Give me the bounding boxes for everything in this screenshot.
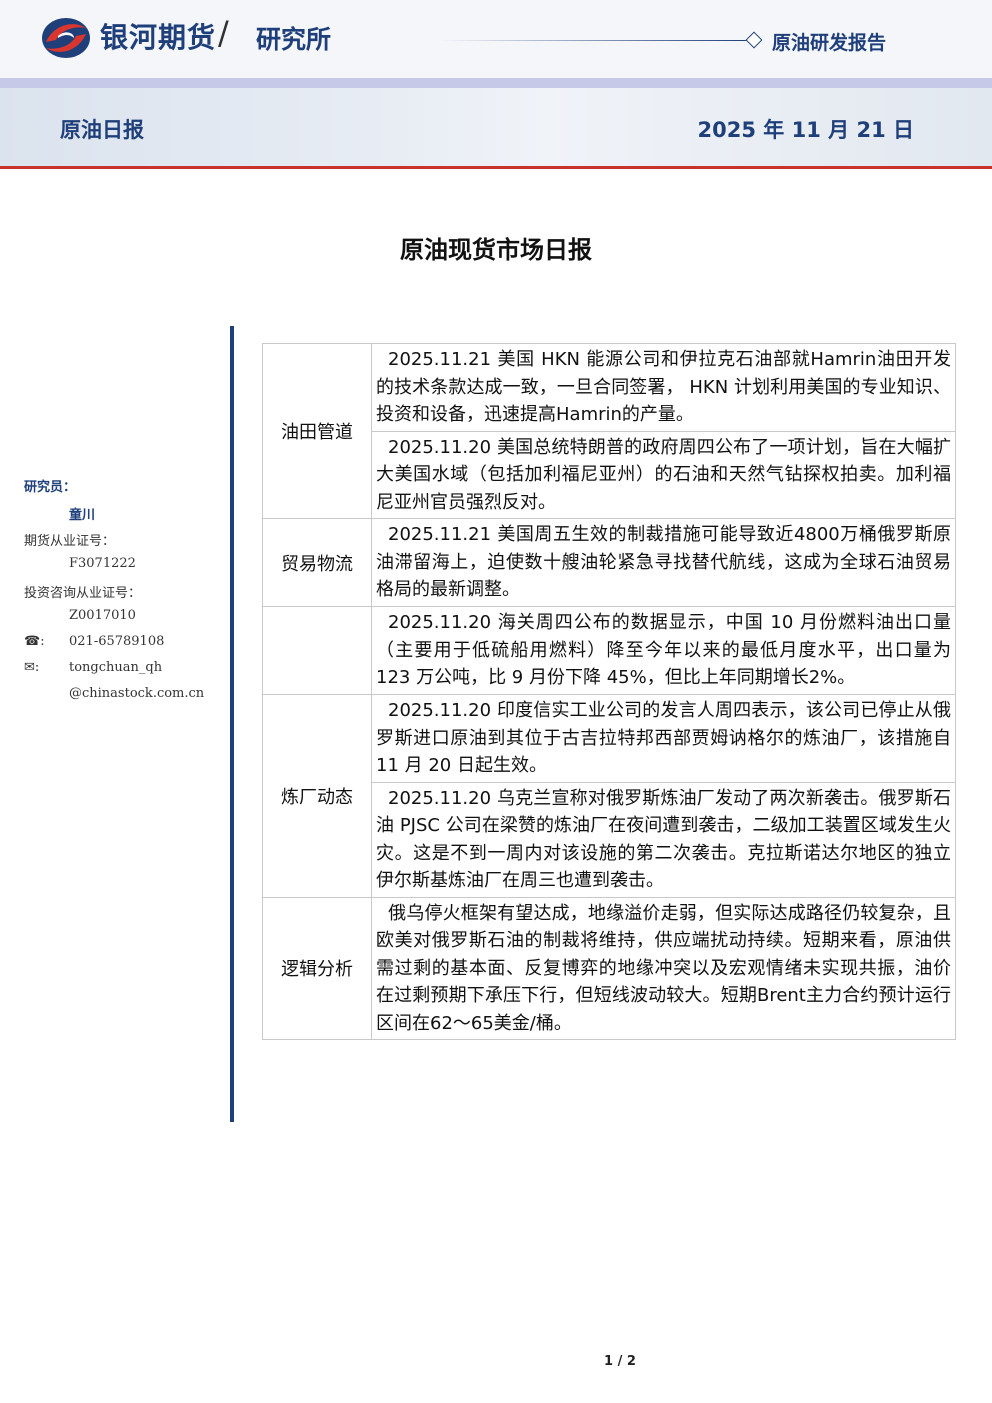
researcher-name: 童川 <box>69 508 96 523</box>
category-cell: 逻辑分析 <box>262 896 372 1040</box>
table-row: 2025.11.20 乌克兰宣称对俄罗斯炼油厂发动了两次新袭击。俄罗斯石油 PJ… <box>263 781 956 898</box>
news-cell: 俄乌停火框架有望达成，地缘溢价走弱，但实际达成路径仍较复杂，且欧美对俄罗斯石油的… <box>371 896 956 1040</box>
consult-label: 投资咨询从业证号： <box>24 586 142 601</box>
report-date: 2025 年 11 月 21 日 <box>697 118 914 142</box>
header-divider: / <box>218 14 229 52</box>
category-cell <box>262 606 372 695</box>
news-cell: 2025.11.20 印度信实工业公司的发言人周四表示，该公司已停止从俄罗斯进口… <box>371 694 956 783</box>
license-number: F3071222 <box>69 556 136 571</box>
news-text: 2025.11.21 美国周五生效的制裁措施可能导致近4800万桶俄罗斯原油滞留… <box>376 524 951 601</box>
report-type: 原油研发报告 <box>772 32 887 54</box>
brand-name: 银河期货 <box>100 21 217 54</box>
table-row: 2025.11.20 美国总统特朗普的政府周四公布了一项计划，旨在大幅扩大美国水… <box>263 430 956 519</box>
diamond-icon <box>745 31 763 49</box>
institute-name: 研究所 <box>256 25 332 54</box>
header-rule <box>0 166 992 169</box>
document-title: 原油现货市场日报 <box>0 230 992 265</box>
phone-icon: ☎: <box>24 634 45 649</box>
news-text: 2025.11.20 海关周四公布的数据显示，中国 10 月份燃料油出口量（主要… <box>376 612 951 689</box>
news-table: 油田管道 2025.11.21 美国 HKN 能源公司和伊拉克石油部就Hamri… <box>262 343 956 1040</box>
email-user: tongchuan_qh <box>69 660 163 675</box>
table-row: 炼厂动态 2025.11.20 印度信实工业公司的发言人周四表示，该公司已停止从… <box>262 694 956 898</box>
email-icon: ✉: <box>24 660 40 675</box>
news-text: 2025.11.20 乌克兰宣称对俄罗斯炼油厂发动了两次新袭击。俄罗斯石油 PJ… <box>376 787 951 892</box>
table-row: 油田管道 2025.11.21 美国 HKN 能源公司和伊拉克石油部就Hamri… <box>262 343 956 519</box>
news-text: 2025.11.21 美国 HKN 能源公司和伊拉克石油部就Hamrin油田开发… <box>376 349 951 425</box>
table-row: 逻辑分析 俄乌停火框架有望达成，地缘溢价走弱，但实际达成路径仍较复杂，且欧美对俄… <box>262 896 956 1040</box>
sidebar-divider <box>230 326 234 1122</box>
header-band <box>0 78 992 88</box>
license-label: 期货从业证号： <box>24 534 116 549</box>
title-band: 原油日报 2025 年 11 月 21 日 <box>0 88 992 166</box>
page-header: 银河期货 / 研究所 原油研发报告 <box>0 0 992 78</box>
news-cell: 2025.11.21 美国周五生效的制裁措施可能导致近4800万桶俄罗斯原油滞留… <box>371 518 956 607</box>
table-row: 贸易物流 2025.11.21 美国周五生效的制裁措施可能导致近4800万桶俄罗… <box>262 518 956 607</box>
consult-number: Z0017010 <box>69 608 136 623</box>
category-cell: 贸易物流 <box>262 518 372 607</box>
news-cell: 2025.11.20 乌克兰宣称对俄罗斯炼油厂发动了两次新袭击。俄罗斯石油 PJ… <box>371 781 956 898</box>
news-text: 2025.11.20 印度信实工业公司的发言人周四表示，该公司已停止从俄罗斯进口… <box>376 700 951 776</box>
category-cell: 油田管道 <box>262 343 372 519</box>
document-title-text: 原油现货市场日报 <box>400 236 592 264</box>
phone-number: 021-65789108 <box>69 634 165 649</box>
table-row: 2025.11.20 海关周四公布的数据显示，中国 10 月份燃料油出口量（主要… <box>262 606 956 695</box>
news-cell: 2025.11.20 美国总统特朗普的政府周四公布了一项计划，旨在大幅扩大美国水… <box>371 430 956 519</box>
report-name: 原油日报 <box>60 118 144 142</box>
researcher-label: 研究员： <box>24 480 77 495</box>
category-cell: 炼厂动态 <box>262 694 372 898</box>
decorative-line <box>440 40 748 41</box>
news-cell: 2025.11.20 海关周四公布的数据显示，中国 10 月份燃料油出口量（主要… <box>371 606 956 695</box>
email-domain: @chinastock.com.cn <box>69 686 205 701</box>
page-number-text: 1 / 2 <box>604 1354 636 1369</box>
news-cell: 2025.11.21 美国 HKN 能源公司和伊拉克石油部就Hamrin油田开发… <box>371 343 956 432</box>
news-text: 2025.11.20 美国总统特朗普的政府周四公布了一项计划，旨在大幅扩大美国水… <box>376 436 951 513</box>
page-number: 1 / 2 <box>124 1354 992 1369</box>
news-text: 俄乌停火框架有望达成，地缘溢价走弱，但实际达成路径仍较复杂，且欧美对俄罗斯石油的… <box>376 902 951 1034</box>
galaxy-logo-icon <box>42 18 90 58</box>
